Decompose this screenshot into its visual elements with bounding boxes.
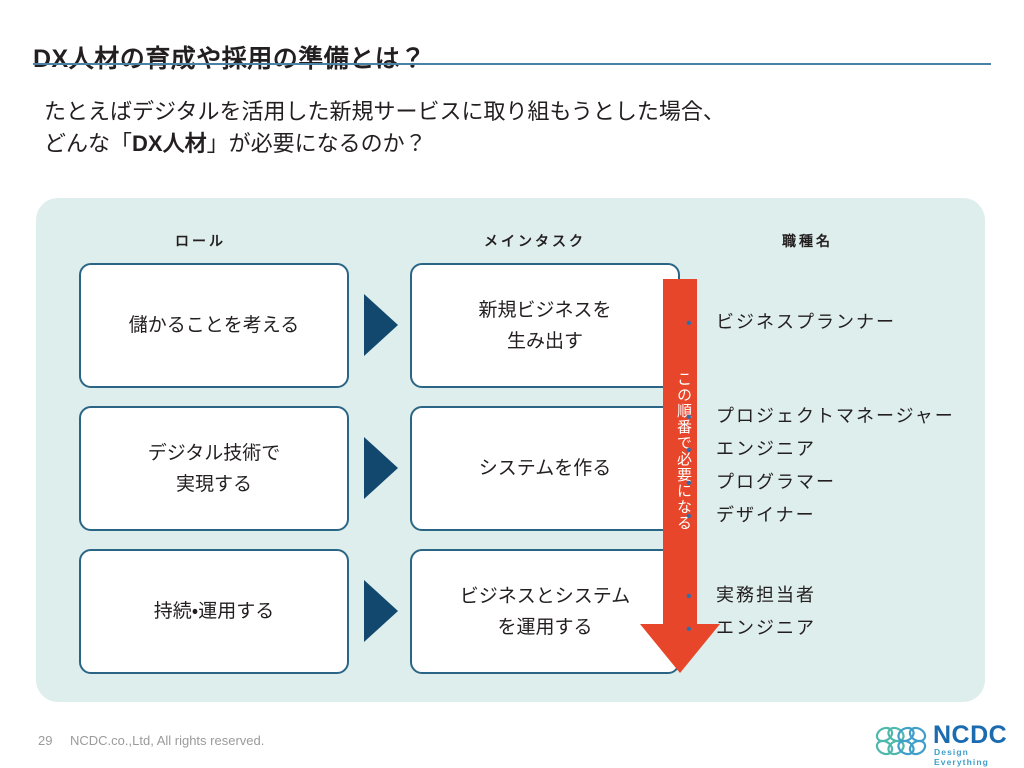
job-title: ビジネスプランナー [716,312,896,332]
arrow-triangle-icon [364,294,398,356]
column-header-role: ロール [175,233,226,249]
list-item: • エンジニア [686,435,955,468]
ncdc-logo-wordmark: NCDC [933,721,1008,749]
role-box-2-text: デジタル技術で 実現する [148,438,281,500]
job-title: エンジニア [716,439,816,459]
copyright-notice: NCDC.co.,Ltd, All rights reserved. [70,733,265,748]
task-box-1-line-2: 生み出す [506,330,583,352]
sequence-arrow-down-icon: この順番で必要になる [640,279,720,673]
job-list-1: • ビジネスプランナー [686,308,896,341]
bullet-icon: • [686,508,694,525]
lead-paragraph: たとえばデジタルを活用した新規サービスに取り組もうとした場合、 どんな「DX人材… [44,96,725,160]
list-item: • プロジェクトマネージャー [686,402,955,435]
lead-line-2-prefix: どんな「 [44,131,133,156]
job-title: 実務担当者 [716,585,816,605]
job-title: プロジェクトマネージャー [716,406,955,426]
lead-line-2-emphasis: DX人材 [132,131,207,156]
job-list-2: • プロジェクトマネージャー • エンジニア • プログラマー • デザイナー [686,402,955,534]
sequence-arrow-label: この順番で必要になる [675,371,692,531]
lead-line-2: どんな「DX人材」が必要になるのか？ [44,128,725,160]
task-box-3-line-1: ビジネスとシステム [459,585,631,607]
sequence-arrow-head [640,624,720,673]
sequence-arrow-shaft [663,279,697,627]
title-divider [33,63,991,65]
page-number: 29 [38,733,53,748]
arrow-triangle-icon [364,437,398,499]
lead-line-2-suffix: 」が必要になるのか？ [206,131,427,156]
list-item: • 実務担当者 [686,581,816,614]
lead-line-1: たとえばデジタルを活用した新規サービスに取り組もうとした場合、 [44,99,725,124]
arrow-triangle-icon [364,580,398,642]
ncdc-logo: NCDC Design Everything [875,721,1015,767]
job-list-3: • 実務担当者 • エンジニア [686,581,816,647]
list-item: • デザイナー [686,501,955,534]
bullet-icon: • [686,475,694,492]
bullet-icon: • [686,442,694,459]
column-header-job: 職種名 [782,233,833,249]
task-box-2: システムを作る [410,406,680,531]
list-item: • ビジネスプランナー [686,308,896,341]
bullet-icon: • [686,588,694,605]
role-box-1: 儲かることを考える [79,263,349,388]
job-title: プログラマー [716,472,836,492]
task-box-1: 新規ビジネスを 生み出す [410,263,680,388]
job-title: デザイナー [716,505,816,525]
list-item: • プログラマー [686,468,955,501]
role-box-2-line-2: 実現する [175,473,252,495]
task-box-3-text: ビジネスとシステム を運用する [460,581,630,643]
ncdc-logo-mark-icon [875,726,927,756]
task-box-1-line-1: 新規ビジネスを [478,299,612,321]
column-header-task: メインタスク [484,233,586,249]
job-title: エンジニア [716,618,816,638]
task-box-1-text: 新規ビジネスを 生み出す [478,295,611,357]
bullet-icon: • [686,409,694,426]
ncdc-logo-tagline: Design Everything [934,747,989,767]
bullet-icon: • [686,621,694,638]
role-box-2: デジタル技術で 実現する [79,406,349,531]
task-box-3: ビジネスとシステム を運用する [410,549,680,674]
role-box-2-line-1: デジタル技術で [147,442,281,464]
bullet-icon: • [686,315,694,332]
role-box-3: 持続・運用する [79,549,349,674]
task-box-3-line-2: を運用する [497,616,593,638]
page-title: DX人材の育成や採用の準備とは？ [33,44,426,73]
list-item: • エンジニア [686,614,816,647]
